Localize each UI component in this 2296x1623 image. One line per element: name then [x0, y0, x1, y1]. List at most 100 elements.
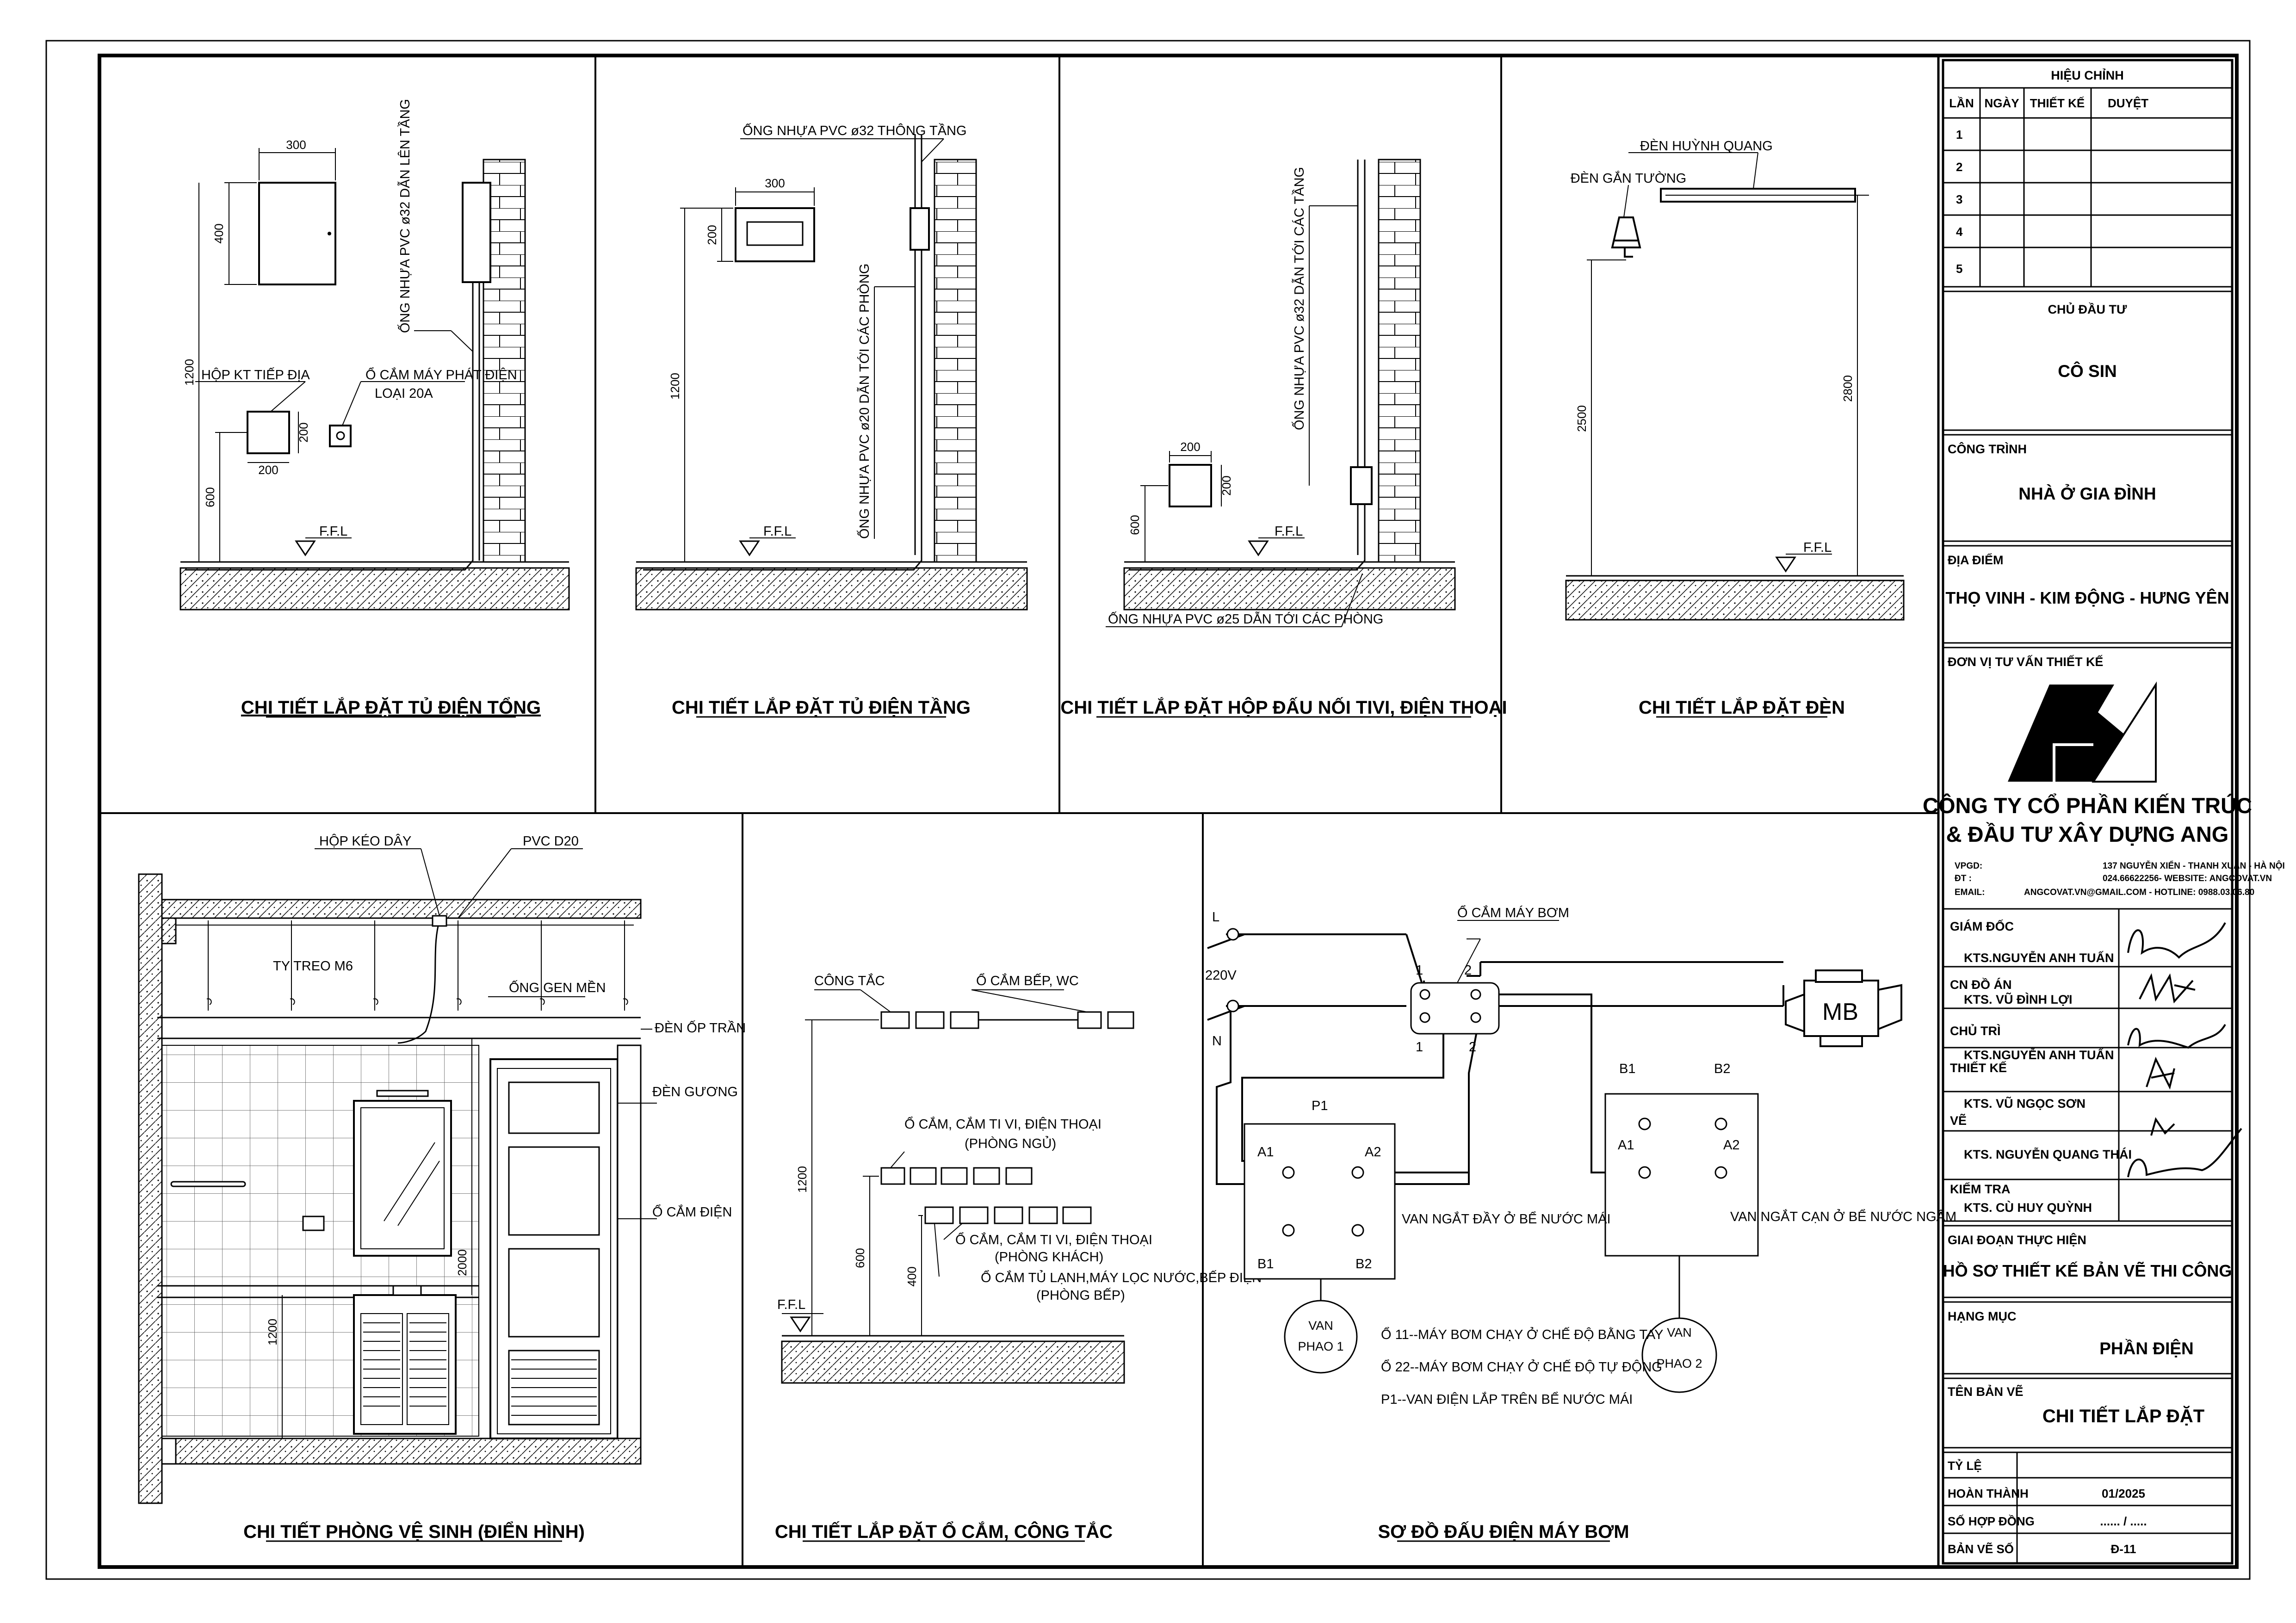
dim-2800: 2800 — [1841, 375, 1855, 402]
living-label: (PHÒNG KHÁCH) — [995, 1249, 1103, 1265]
item-label: HẠNG MỤC — [1948, 1309, 2017, 1323]
dim-1200: 1200 — [668, 373, 682, 400]
ceiling-slab — [138, 899, 642, 919]
company-logo — [2008, 681, 2157, 783]
a2-label: A2 — [1365, 1145, 1381, 1160]
staff-name: KTS.NGUYỄN ANH TUẤN — [1964, 950, 2114, 965]
hose-label: ỐNG GEN MỀN — [509, 980, 606, 995]
panel-title: CHI TIẾT LẮP ĐẶT TỦ ĐIỆN TỔNG — [241, 696, 541, 718]
line-L: L — [1212, 910, 1219, 925]
dim-box-w: 200 — [258, 463, 278, 477]
location-value: THỌ VINH - KIM ĐỘNG - HƯNG YÊN — [1945, 588, 2229, 607]
living-socket-label: Ổ CẮM, CẮM TI VI, ĐIỆN THOẠI — [955, 1232, 1152, 1247]
float2-van: VAN — [1667, 1326, 1692, 1339]
panel-sockets-switches: CÔNG TẮC Ổ CẮM BẾP, WC Ổ CẮM, CẮM TI VI,… — [775, 973, 1262, 1542]
wall-lamp-label: ĐÈN GẮN TƯỜNG — [1571, 170, 1687, 186]
brick-wall — [934, 159, 977, 563]
pump-label: MB — [1822, 999, 1858, 1025]
dim-400: 400 — [212, 223, 226, 243]
floor-slab — [138, 1438, 642, 1465]
terminal-2-top: 2 — [1464, 963, 1472, 978]
owner-label: CHỦ ĐẦU TƯ — [2048, 302, 2127, 316]
rev-row-2: 2 — [1956, 160, 1962, 174]
rev-row-1: 1 — [1956, 128, 1962, 142]
rev-header-ngay: NGÀY — [1984, 96, 2019, 110]
sheet-value: Đ-11 — [2111, 1542, 2136, 1556]
rev-header-duyet: DUYỆT — [2108, 96, 2148, 110]
wall-lamp — [1611, 216, 1641, 258]
staff-name: KTS. VŨ NGỌC SƠN — [1964, 1096, 2086, 1111]
floor-slab — [635, 567, 1028, 611]
towel-bar — [170, 1181, 246, 1187]
dim-400: 400 — [905, 1266, 919, 1286]
consultant-label: ĐƠN VỊ TƯ VẤN THIẾT KẾ — [1948, 654, 2103, 669]
rev-row-3: 3 — [1956, 192, 1962, 206]
drawing-value: CHI TIẾT LẮP ĐẶT — [2042, 1405, 2204, 1426]
pvc-label: PVC D20 — [523, 834, 579, 849]
junction-box — [1169, 464, 1212, 507]
dt-label: ĐT : — [1955, 874, 1972, 883]
title-block: HIỆU CHỈNH LẦN NGÀY THIẾT KẾ DUYỆT 1 2 3… — [1923, 59, 2285, 1565]
b2-label: B2 — [1355, 1257, 1372, 1271]
project-label: CÔNG TRÌNH — [1948, 442, 2027, 456]
revision-title: HIỆU CHỈNH — [2051, 68, 2124, 82]
panel-title: CHI TIẾT LẮP ĐẶT TỦ ĐIỆN TẦNG — [672, 697, 971, 718]
sheet-label: BẢN VẼ SỐ — [1948, 1542, 2014, 1556]
kitchen-room-label: (PHÒNG BẾP) — [1036, 1287, 1125, 1303]
ceiling-lamp-label: ĐÈN ỐP TRẦN — [655, 1020, 746, 1036]
riser-pipe-label: ỐNG NHỰA PVC ø32 DẪN TỚI CÁC TẦNG — [1291, 167, 1307, 430]
panel-title: CHI TIẾT LẮP ĐẶT ĐÈN — [1639, 697, 1845, 718]
done-label: HOÀN THÀNH — [1948, 1487, 2029, 1500]
owner-value: CÔ SIN — [2058, 361, 2117, 381]
flex-hose — [397, 920, 440, 1044]
dim-200-w: 200 — [1180, 440, 1200, 454]
contract-label: SỐ HỢP ĐỒNG — [1948, 1514, 2035, 1528]
riser-cabinet — [462, 182, 491, 283]
pump-socket-label: Ổ CẮM MÁY BƠM — [1457, 905, 1569, 920]
dim-600: 600 — [203, 487, 217, 507]
bedroom-socket-label: Ổ CẮM, CẮM TI VI, ĐIỆN THOẠI — [904, 1116, 1102, 1132]
ffl-label: F.F.L — [763, 524, 792, 539]
dim-2000: 2000 — [455, 1249, 469, 1276]
b1-label: B1 — [1257, 1257, 1274, 1271]
dim-200-h: 200 — [1219, 475, 1233, 495]
rod-label: TY TREO M6 — [273, 959, 353, 974]
rev-header-thietke: THIẾT KẾ — [2030, 96, 2085, 110]
sheet-frame — [45, 40, 2251, 1580]
float2-label: PHAO 2 — [1656, 1357, 1702, 1370]
full-valve-label: VAN NGẮT ĐẦY Ở BỂ NƯỚC MÁI — [1402, 1211, 1611, 1227]
contract-value: ...... / ..... — [2100, 1514, 2147, 1528]
dim-600: 600 — [1128, 515, 1142, 535]
earthing-box — [247, 411, 290, 454]
staff-role: GIÁM ĐỐC — [1950, 919, 2014, 933]
dim-300: 300 — [286, 138, 306, 152]
mirror-lamp-label: ĐÈN GƯƠNG — [652, 1084, 738, 1099]
staff-role: THIẾT KẾ — [1950, 1061, 2007, 1075]
phase-value: HỒ SƠ THIẾT KẾ BẢN VẼ THI CÔNG — [1943, 1261, 2232, 1280]
item-value: PHẦN ĐIỆN — [2099, 1339, 2194, 1358]
staff-role: CN ĐỒ ÁN — [1950, 977, 2012, 992]
empty-valve-label: VAN NGẮT CẠN Ở BỂ NƯỚC NGẦM — [1730, 1209, 1956, 1224]
generator-socket-type: LOẠI 20A — [375, 386, 433, 401]
line-N: N — [1212, 1034, 1222, 1049]
riser-pipe-label: ỐNG NHỰA PVC ø32 THÔNG TẦNG — [743, 123, 967, 138]
ffl-label: F.F.L — [319, 524, 347, 539]
bedroom-label: (PHÒNG NGỦ) — [965, 1135, 1056, 1151]
staff-role: CHỦ TRÌ — [1950, 1023, 2001, 1038]
terminal-1-top: 1 — [1416, 963, 1423, 978]
junction-box-side — [1350, 466, 1373, 505]
staff-role: VẼ — [1950, 1113, 1967, 1128]
note-auto: Ổ 22--MÁY BƠM CHẠY Ở CHẾ ĐỘ TỰ ĐỘNG — [1381, 1359, 1662, 1375]
conduit — [185, 282, 474, 571]
switch-label: CÔNG TẮC — [814, 973, 885, 988]
dim-200: 200 — [705, 225, 719, 245]
p1-label: P1 — [1312, 1098, 1328, 1113]
done-value: 01/2025 — [2102, 1487, 2145, 1500]
switch-row — [880, 1011, 1134, 1224]
staff-name: KTS. VŨ ĐÌNH LỢI — [1964, 992, 2073, 1006]
panel-lighting: ĐÈN GẮN TƯỜNG ĐÈN HUỲNH QUANG 2500 2800 … — [1565, 138, 1905, 718]
a1-right-label: A1 — [1618, 1138, 1634, 1153]
terminal-1-bottom: 1 — [1416, 1040, 1423, 1055]
ffl-label: F.F.L — [1275, 524, 1303, 539]
